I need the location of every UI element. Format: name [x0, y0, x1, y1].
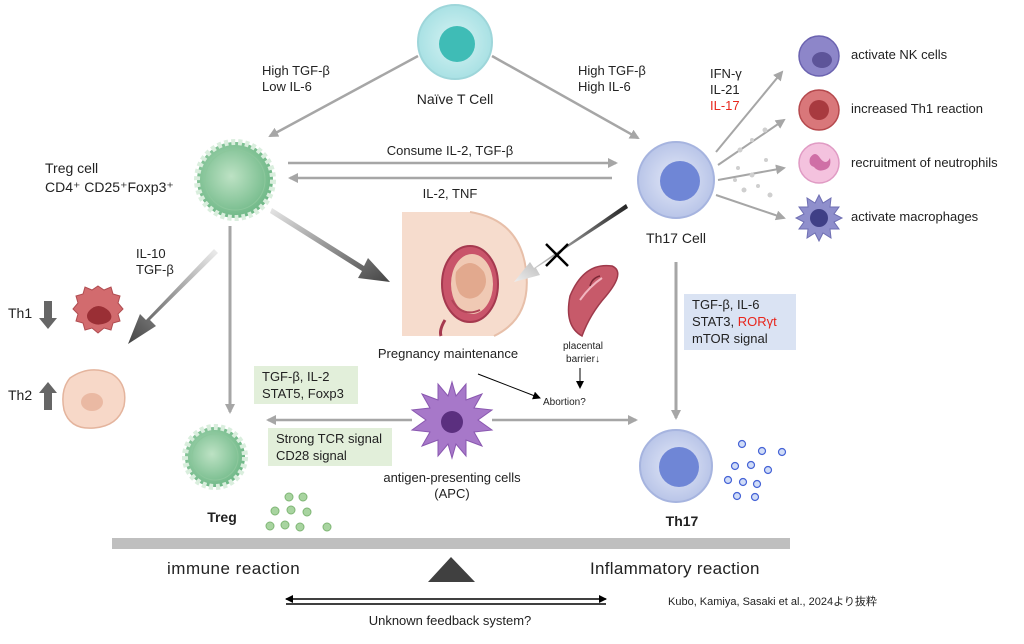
apc-label-2: (APC) — [434, 486, 469, 501]
green-box2-line2: CD28 signal — [276, 448, 347, 463]
cytokine-il21: IL-21 — [710, 82, 740, 97]
blue-box-line2a: STAT3, — [692, 314, 738, 329]
blue-box-line1: TGF-β, IL-6 — [692, 297, 759, 312]
macrophage-icon — [794, 193, 844, 243]
signal-left-1: High TGF-β — [262, 63, 330, 78]
arrow-naive-to-th17 — [491, 54, 640, 140]
cytokine-dots — [733, 127, 773, 198]
signal-il2-tnf: IL-2, TNF — [423, 186, 478, 201]
th2-cell-icon — [62, 369, 126, 429]
signal-right-2: High IL-6 — [578, 79, 631, 94]
treg-cytokine-dots — [265, 492, 332, 532]
signal-tgfb: TGF-β — [136, 262, 174, 277]
cytokine-il17: IL-17 — [710, 98, 740, 113]
effect-1: increased Th1 reaction — [851, 101, 983, 116]
pregnancy-label: Pregnancy maintenance — [378, 346, 518, 361]
feedback-label: Unknown feedback system? — [369, 613, 532, 628]
block-cross-icon — [545, 243, 569, 267]
th17-cell-label: Th17 Cell — [646, 230, 706, 246]
signal-il10: IL-10 — [136, 246, 166, 261]
signal-left-2: Low IL-6 — [262, 79, 312, 94]
th17-signal-box — [684, 294, 796, 350]
blue-box-rorgt: RORγt — [738, 314, 777, 329]
citation: Kubo, Kamiya, Sasaki et al., 2024より抜粋 — [668, 594, 877, 608]
treg-cell-label-1: Treg cell — [45, 160, 98, 176]
treg-signal-box-2 — [268, 428, 392, 466]
arrow-treg-to-pregnancy — [270, 208, 390, 282]
arrow-treg-to-th1 — [128, 249, 218, 344]
th2-up-arrow — [39, 382, 57, 410]
treg-cell — [194, 139, 276, 221]
effect-2: recruitment of neutrophils — [851, 155, 998, 170]
treg-cell-label-2: CD4⁺ CD25⁺Foxp3⁺ — [45, 179, 174, 195]
effect-0: activate NK cells — [851, 47, 948, 62]
th1-down-arrow — [39, 301, 57, 329]
placental-label-1: placental — [563, 341, 603, 352]
apc-icon — [410, 380, 494, 460]
th1-reaction-icon — [798, 89, 840, 131]
th17-cytokine-dots — [723, 439, 787, 502]
pregnancy-illustration — [402, 211, 528, 337]
green-box1-line1: TGF-β, IL-2 — [262, 369, 329, 384]
th1-label: Th1 — [8, 305, 32, 321]
th17-bottom-cell — [639, 429, 713, 503]
signal-consume: Consume IL-2, TGF-β — [387, 143, 513, 158]
balance-beam — [112, 538, 790, 549]
green-box2-line1: Strong TCR signal — [276, 431, 382, 446]
apc-label-1: antigen-presenting cells — [383, 470, 521, 485]
treg-signal-box-1 — [254, 366, 358, 404]
arrow-th17-to-pregnancy — [514, 204, 628, 282]
blue-box-line2: STAT3, RORγt — [692, 314, 777, 329]
th1-cell-icon — [72, 285, 124, 334]
th17-cell — [637, 141, 715, 219]
cytokine-ifng: IFN-γ — [710, 66, 742, 81]
arrow-pregnancy-to-abortion — [477, 373, 541, 400]
balance-fulcrum — [428, 557, 475, 582]
abortion-label: Abortion? — [543, 397, 586, 408]
neutrophil-icon — [798, 142, 840, 184]
placental-label-2: barrier↓ — [566, 354, 600, 365]
naive-t-cell — [417, 4, 493, 80]
th17-bottom-label: Th17 — [666, 513, 699, 529]
nk-cell-icon — [798, 35, 840, 77]
balance-right-label: Inflammatory reaction — [590, 559, 760, 578]
blue-box-line3: mTOR signal — [692, 331, 768, 346]
arrow-naive-to-treg — [268, 54, 419, 138]
balance-left-label: immune reaction — [167, 559, 300, 578]
treg-bottom-cell — [182, 424, 248, 490]
green-box1-line2: STAT5, Foxp3 — [262, 386, 344, 401]
placenta-icon — [567, 264, 619, 338]
signal-right-1: High TGF-β — [578, 63, 646, 78]
naive-t-cell-label: Naïve T Cell — [417, 91, 494, 107]
effect-3: activate macrophages — [851, 209, 979, 224]
th2-label: Th2 — [8, 387, 32, 403]
treg-bottom-label: Treg — [207, 509, 237, 525]
